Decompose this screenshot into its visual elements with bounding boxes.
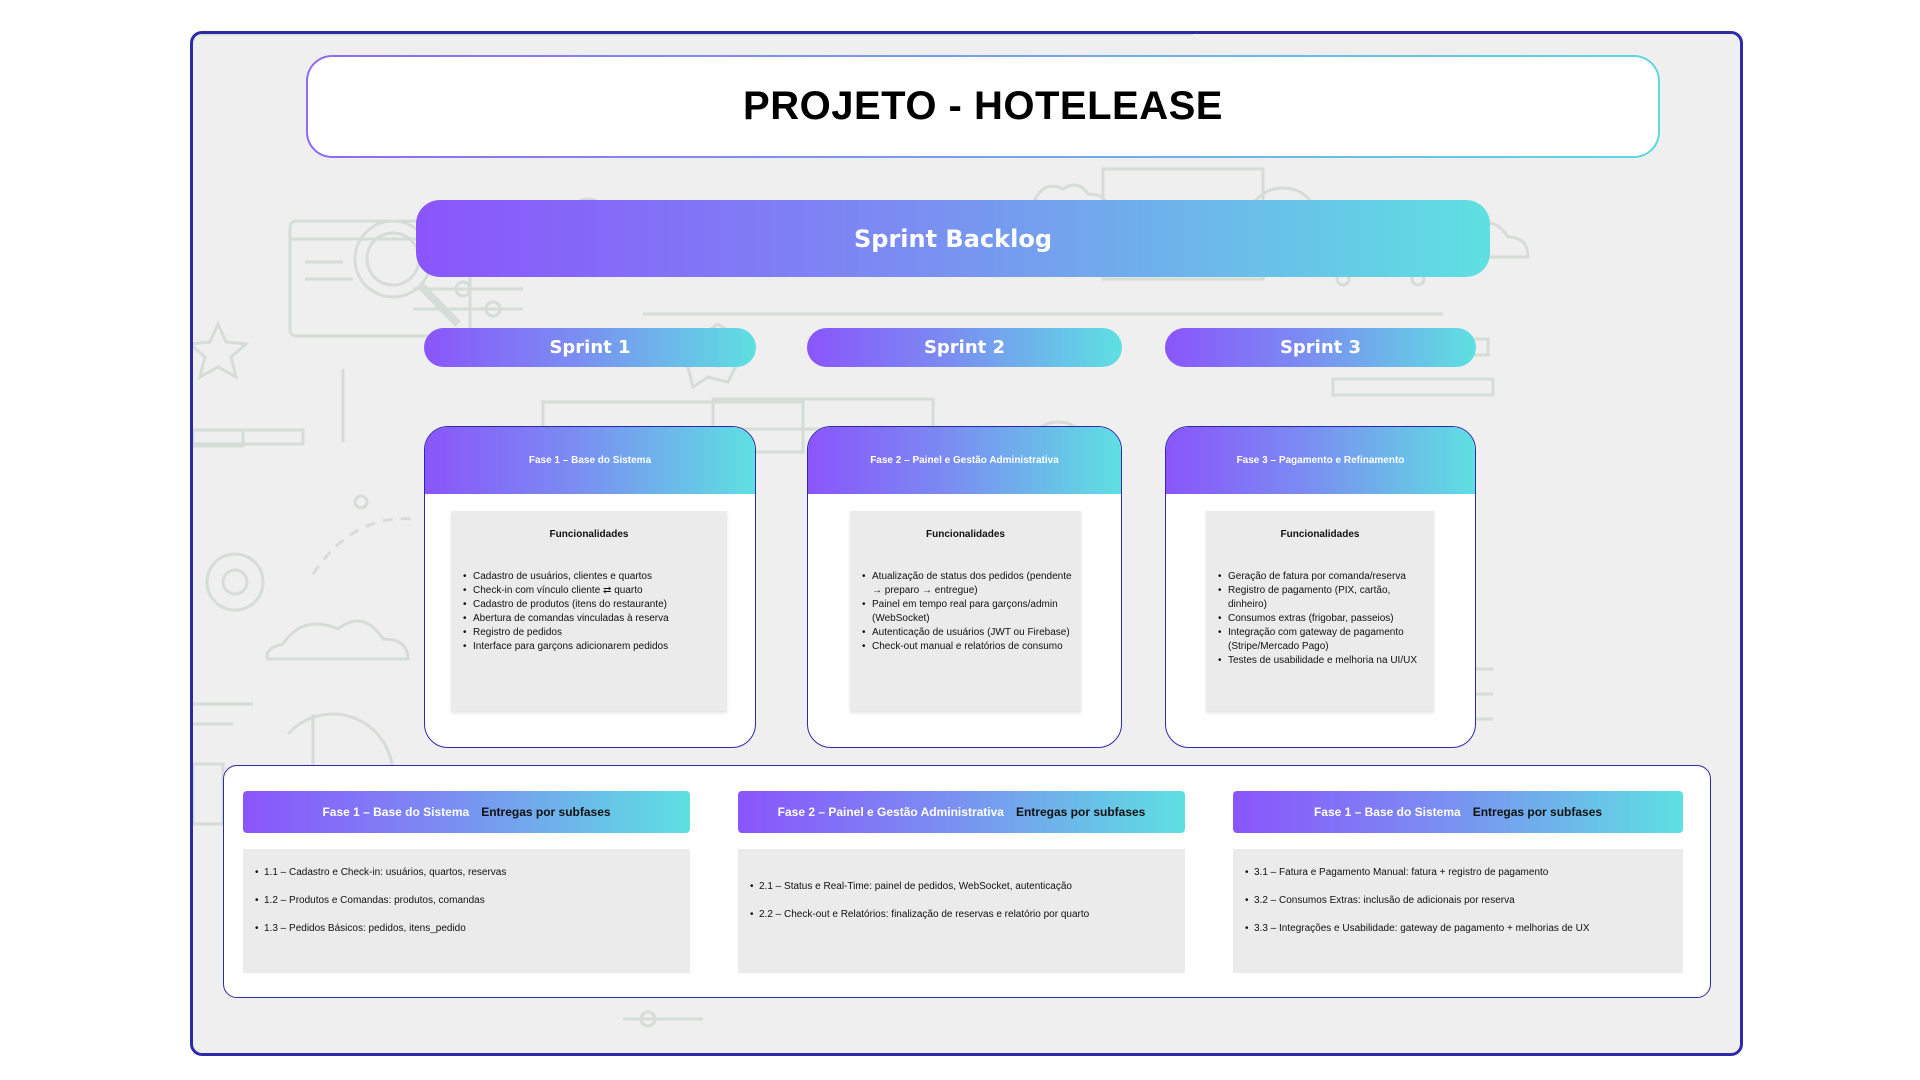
phase-1-header: Fase 1 – Base do Sistema <box>425 427 755 494</box>
list-item: 1.1 – Cadastro e Check-in: usuários, qua… <box>255 866 690 880</box>
phase-2-header: Fase 2 – Painel e Gestão Administrativa <box>808 427 1121 494</box>
feature-list: Cadastro de usuários, clientes e quartos… <box>451 570 727 654</box>
list-item: Registro de pedidos <box>463 626 719 640</box>
phase-2-features: Funcionalidades Atualização de status do… <box>850 511 1081 711</box>
features-title: Funcionalidades <box>1280 529 1360 540</box>
delivery-2-list: 2.1 – Status e Real-Time: painel de pedi… <box>738 880 1185 922</box>
feature-list: Geração de fatura por comanda/reserva Re… <box>1206 570 1434 668</box>
features-title: Funcionalidades <box>926 529 1005 540</box>
title-frame: PROJETO - HOTELEASE <box>306 55 1660 158</box>
sprint-1-pill: Sprint 1 <box>424 328 756 367</box>
phase-1-card: Fase 1 – Base do Sistema Funcionalidades… <box>424 426 756 748</box>
list-item: Check-out manual e relatórios de consumo <box>862 640 1073 654</box>
sprint-3-label: Sprint 3 <box>1279 337 1362 358</box>
list-item: Painel em tempo real para garçons/admin … <box>862 598 1073 626</box>
phase-1-features: Funcionalidades Cadastro de usuários, cl… <box>451 511 727 711</box>
list-item: 3.2 – Consumos Extras: inclusão de adici… <box>1245 894 1683 908</box>
list-item: Interface para garçons adicionarem pedid… <box>463 640 719 654</box>
sprint-1-label: Sprint 1 <box>549 337 631 358</box>
delivery-2-box: 2.1 – Status e Real-Time: painel de pedi… <box>738 849 1185 973</box>
phase-3-features: Funcionalidades Geração de fatura por co… <box>1206 511 1434 711</box>
page-title: PROJETO - HOTELEASE <box>743 84 1223 128</box>
phase-3-card: Fase 3 – Pagamento e Refinamento Funcion… <box>1165 426 1476 748</box>
feature-list: Atualização de status dos pedidos (pende… <box>850 570 1081 654</box>
delivery-1-box: 1.1 – Cadastro e Check-in: usuários, qua… <box>243 849 690 973</box>
list-item: 3.3 – Integrações e Usabilidade: gateway… <box>1245 922 1683 936</box>
delivery-3-box: 3.1 – Fatura e Pagamento Manual: fatura … <box>1233 849 1683 973</box>
delivery-1-subtitle: Entregas por subfases <box>481 805 611 819</box>
delivery-2-header: Fase 2 – Painel e Gestão Administrativa … <box>738 791 1185 833</box>
sprint-backlog-label: Sprint Backlog <box>853 224 1052 253</box>
sprint-2-label: Sprint 2 <box>923 337 1006 358</box>
list-item: Registro de pagamento (PIX, cartão, dinh… <box>1218 584 1426 612</box>
list-item: 2.1 – Status e Real-Time: painel de pedi… <box>750 880 1185 894</box>
sprint-2-pill: Sprint 2 <box>807 328 1122 367</box>
delivery-3-header: Fase 1 – Base do Sistema Entregas por su… <box>1233 791 1683 833</box>
list-item: Abertura de comandas vinculadas à reserv… <box>463 612 719 626</box>
list-item: 2.2 – Check-out e Relatórios: finalizaçã… <box>750 908 1185 922</box>
list-item: 3.1 – Fatura e Pagamento Manual: fatura … <box>1245 866 1683 880</box>
delivery-1-phase: Fase 1 – Base do Sistema <box>322 805 470 819</box>
list-item: Cadastro de produtos (itens do restauran… <box>463 598 719 612</box>
list-item: Consumos extras (frigobar, passeios) <box>1218 612 1426 626</box>
list-item: Atualização de status dos pedidos (pende… <box>862 570 1073 598</box>
list-item: Check-in com vínculo cliente ⇄ quarto <box>463 584 719 598</box>
delivery-1-list: 1.1 – Cadastro e Check-in: usuários, qua… <box>243 866 690 936</box>
list-item: Testes de usabilidade e melhoria na UI/U… <box>1218 654 1426 668</box>
phase-2-card: Fase 2 – Painel e Gestão Administrativa … <box>807 426 1122 748</box>
list-item: Geração de fatura por comanda/reserva <box>1218 570 1426 584</box>
list-item: Autenticação de usuários (JWT ou Firebas… <box>862 626 1073 640</box>
delivery-3-list: 3.1 – Fatura e Pagamento Manual: fatura … <box>1233 866 1683 936</box>
list-item: 1.3 – Pedidos Básicos: pedidos, itens_pe… <box>255 922 690 936</box>
list-item: Integração com gateway de pagamento (Str… <box>1218 626 1426 654</box>
sprint-backlog-banner: Sprint Backlog <box>416 200 1490 277</box>
delivery-1-header: Fase 1 – Base do Sistema Entregas por su… <box>243 791 690 833</box>
list-item: 1.2 – Produtos e Comandas: produtos, com… <box>255 894 690 908</box>
delivery-2-phase: Fase 2 – Painel e Gestão Administrativa <box>777 805 1004 819</box>
delivery-3-phase: Fase 1 – Base do Sistema <box>1313 805 1461 819</box>
phase-3-header: Fase 3 – Pagamento e Refinamento <box>1166 427 1475 494</box>
delivery-3-subtitle: Entregas por subfases <box>1472 805 1603 819</box>
list-item: Cadastro de usuários, clientes e quartos <box>463 570 719 584</box>
sprint-3-pill: Sprint 3 <box>1165 328 1476 367</box>
features-title: Funcionalidades <box>549 529 629 540</box>
delivery-2-subtitle: Entregas por subfases <box>1015 805 1146 819</box>
